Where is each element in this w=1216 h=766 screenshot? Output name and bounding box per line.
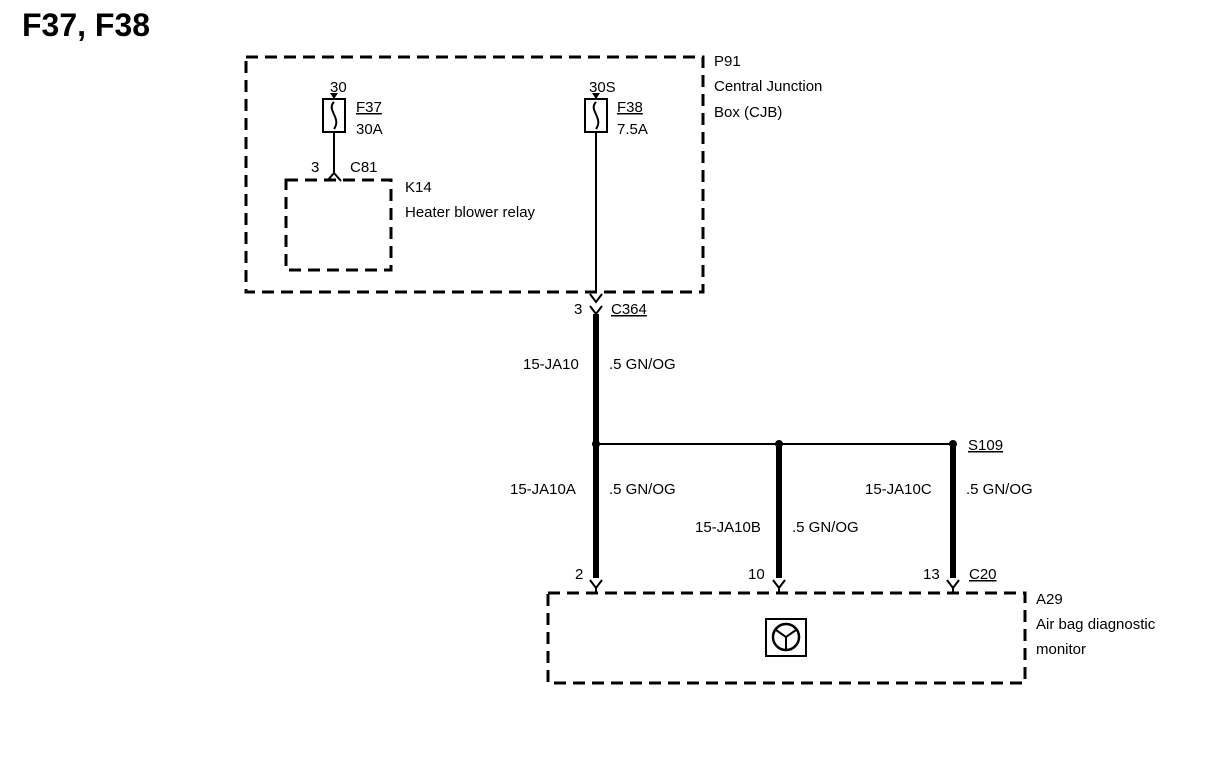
- connector-c20-pin-c: 13: [923, 566, 940, 583]
- connector-c20: 2 10 13 C20: [575, 566, 997, 593]
- relay-k14: 3 C81 K14 Heater blower relay: [284, 159, 536, 272]
- fuse-f37-rating: 30A: [356, 121, 383, 138]
- wire-15-ja10-circuit: 15-JA10: [523, 356, 579, 373]
- airbag-monitor-name-line1: Air bag diagnostic: [1036, 616, 1156, 633]
- wire-15-ja10a-spec: .5 GN/OG: [609, 481, 676, 498]
- wire-15-ja10-spec: .5 GN/OG: [609, 356, 676, 373]
- cjb-name-line2: Box (CJB): [714, 104, 782, 121]
- page-title: F37, F38: [22, 7, 150, 43]
- fuse-f37-supply: 30: [330, 79, 347, 96]
- connector-c20-marker-a: [589, 579, 603, 590]
- wire-15-ja10c-circuit: 15-JA10C: [865, 481, 932, 498]
- relay-k14-pin: 3: [311, 159, 319, 176]
- relay-k14-connector: C81: [350, 159, 378, 176]
- wire-15-ja10c-spec: .5 GN/OG: [966, 481, 1033, 498]
- wire-15-ja10b-spec: .5 GN/OG: [792, 519, 859, 536]
- relay-k14-id: K14: [405, 179, 432, 196]
- connector-c364-marker-top: [589, 293, 603, 304]
- cjb-id: P91: [714, 53, 741, 70]
- fuse-f37-terminal-arrow: [330, 93, 338, 99]
- fuse-f38-terminal-arrow: [592, 93, 600, 99]
- connector-c20-pin-b: 10: [748, 566, 765, 583]
- connector-c20-marker-c: [946, 579, 960, 590]
- airbag-monitor-id: A29: [1036, 591, 1063, 608]
- cjb-name-line1: Central Junction: [714, 78, 822, 95]
- airbag-monitor: A29 Air bag diagnostic monitor: [546, 591, 1156, 685]
- connector-c20-id: C20: [969, 566, 997, 583]
- connector-c364-id: C364: [611, 301, 647, 318]
- connector-c20-pin-a: 2: [575, 566, 583, 583]
- relay-k14-name: Heater blower relay: [405, 204, 536, 221]
- airbag-monitor-box: [546, 591, 1027, 685]
- fuse-f38-element: [592, 101, 600, 130]
- fuse-f38-id: F38: [617, 99, 643, 116]
- connector-c20-marker-b: [772, 579, 786, 590]
- fuse-f38-supply: 30S: [589, 79, 616, 96]
- relay-k14-box: [284, 178, 393, 272]
- connector-c364-marker-bottom: [589, 305, 603, 316]
- wire-15-ja10a-circuit: 15-JA10A: [510, 481, 576, 498]
- connector-c364: 3 C364: [574, 293, 647, 318]
- fuse-f37-id: F37: [356, 99, 382, 116]
- splice-s109-id: S109: [968, 437, 1003, 454]
- fuse-f38: 30S F38 7.5A: [584, 79, 648, 138]
- fuse-f37: 30 F37 30A: [322, 79, 383, 174]
- steering-wheel-icon: [765, 618, 807, 657]
- cjb-box: [244, 55, 705, 294]
- wire-15-ja10b-circuit: 15-JA10B: [695, 519, 761, 536]
- airbag-monitor-name-line2: monitor: [1036, 641, 1086, 658]
- connector-c364-pin: 3: [574, 301, 582, 318]
- fuse-f37-element: [330, 101, 338, 130]
- fuse-f38-rating: 7.5A: [617, 121, 648, 138]
- relay-k14-pin-marker: [326, 171, 342, 182]
